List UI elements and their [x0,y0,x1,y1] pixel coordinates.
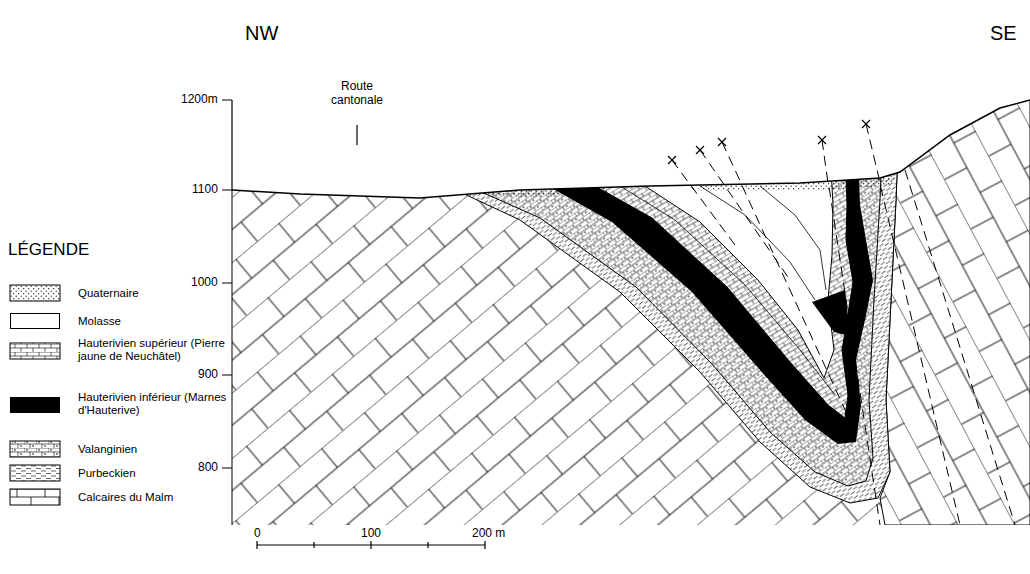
altitude-label: 1200m [180,93,219,107]
legend-sample [10,441,60,457]
fault-line [700,150,725,186]
altitude-label: 800 [197,461,219,475]
purbeckien-hatch [430,150,898,503]
fault-line [722,142,742,185]
legend-sample [10,489,60,505]
direction-label: NW [245,22,278,45]
strata [232,60,1030,530]
scale-label: 0 [254,527,261,541]
legend-swatch [10,313,60,329]
section-body [232,60,1030,530]
fault-line [822,140,880,525]
altitude-label: 1100 [191,183,219,197]
altitude-label: 1000 [190,276,219,290]
fault-line [905,170,1015,525]
road-marker [356,125,357,145]
cross-mark [818,136,826,144]
cross-mark [696,146,704,154]
legend-text: Hauterivien inférieur (Marnes d'Hauteriv… [78,391,228,417]
valanginien-hatch [458,150,882,486]
legend-text: Molasse [78,313,228,329]
direction-label: SE [989,22,1018,45]
legend-text: Valanginien [78,441,228,457]
quaternaire [440,170,610,197]
legend-title: LÉGENDE [8,240,89,260]
legend-text: Quaternaire [78,285,228,301]
legend-sample [10,465,60,481]
cross-mark [668,156,676,164]
legend-text: Purbeckien [78,465,228,481]
road-label: Route cantonale [321,80,393,108]
scale-bar [257,541,485,549]
marl-lens [812,290,850,336]
legend-swatch [10,397,60,413]
section-edge [232,190,233,525]
altitude-axis [222,100,232,468]
cross-marks [668,120,870,164]
fault-line [866,124,879,178]
cross-mark [718,138,726,146]
ground-surface [232,100,1030,198]
purbeckien [430,150,898,503]
cross-mark [862,120,870,128]
legend-samples [10,285,60,505]
fault-line [822,140,828,183]
legend-text: Calcaires du Malm [78,489,228,505]
malm-se-hatch [880,60,1030,525]
scale-label: 200 m [472,527,505,541]
legend-text: Hauterivien supérieur (Pierre jaune de N… [78,337,228,363]
legend-sample [10,343,60,359]
scale-label: 100 [361,527,381,541]
bedding-line [620,186,835,395]
legend-sample [10,285,60,301]
valanginien [458,150,882,486]
axis-ticks [222,100,232,468]
bedding-line [700,186,815,300]
altitude-label: 900 [197,368,219,382]
fault-line [866,124,960,525]
bedding-line [760,186,826,290]
malm-se [880,60,1030,525]
fault-line [672,160,735,245]
axis-line [231,100,232,190]
scale-line [257,541,485,549]
